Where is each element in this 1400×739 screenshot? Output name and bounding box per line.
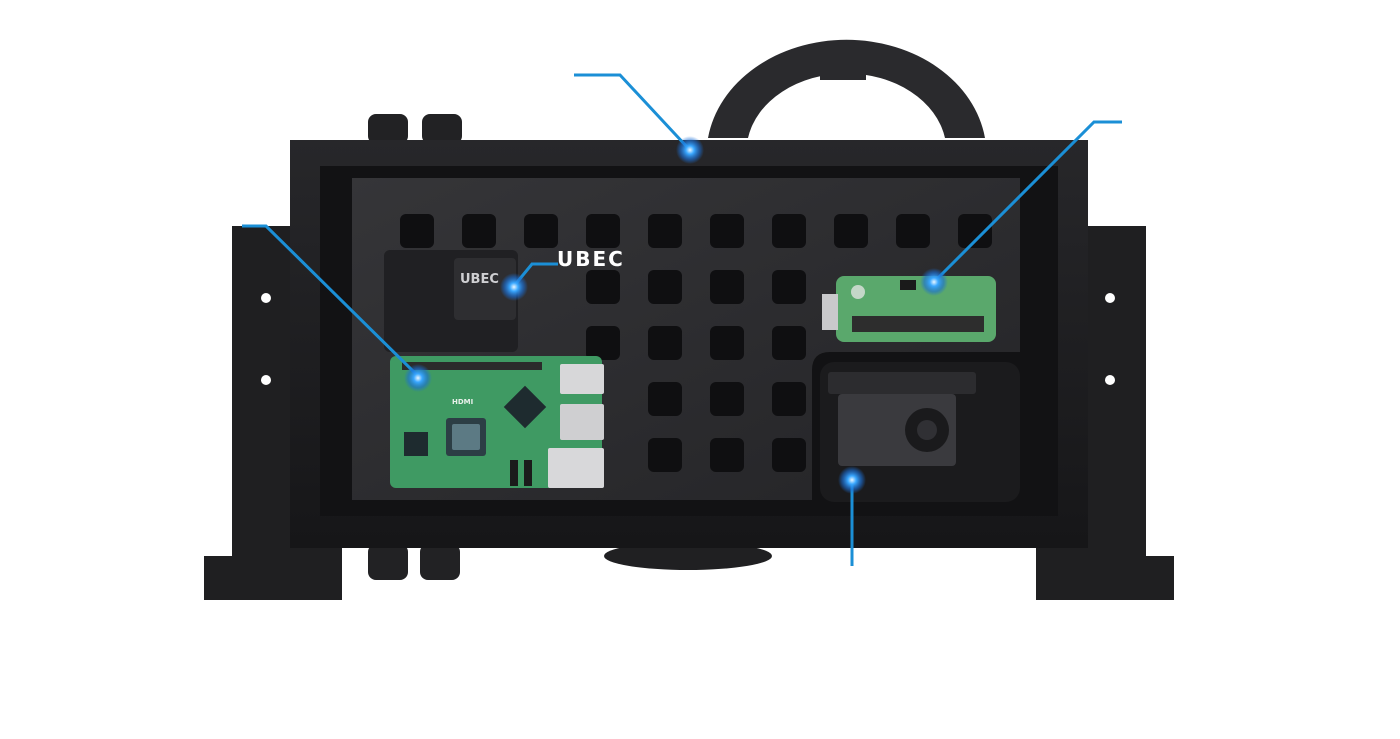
panel-cutouts bbox=[400, 214, 992, 472]
glow-dot-icon bbox=[676, 136, 704, 164]
panel-cutout bbox=[710, 382, 744, 416]
panel-cutout bbox=[524, 214, 558, 248]
cable-gland-icon bbox=[368, 544, 408, 580]
panel-cutout bbox=[586, 270, 620, 304]
panel-cutout bbox=[648, 270, 682, 304]
panel-cutout bbox=[772, 214, 806, 248]
panel-cutout bbox=[648, 382, 682, 416]
callout-line-top bbox=[574, 73, 690, 150]
panel-cutout bbox=[648, 214, 682, 248]
panel-cutout bbox=[648, 438, 682, 472]
right-mount-bracket bbox=[1036, 226, 1174, 600]
callout-line-servo-driver bbox=[934, 120, 1122, 282]
panel-cutout bbox=[648, 326, 682, 360]
cable-gland-icon bbox=[368, 114, 408, 144]
callout-markers bbox=[404, 136, 948, 494]
servo-driver-board bbox=[822, 276, 996, 342]
panel-cutout bbox=[710, 270, 744, 304]
rear-arc-bracket bbox=[708, 39, 985, 138]
panel-cutout bbox=[834, 214, 868, 248]
cable-gland-icon bbox=[422, 114, 462, 144]
glow-dot-icon bbox=[920, 268, 948, 296]
panel-cutout bbox=[958, 214, 992, 248]
panel-cutout bbox=[586, 326, 620, 360]
cable-gland-icon bbox=[420, 544, 460, 580]
panel-cutout bbox=[710, 214, 744, 248]
mount-hole-icon bbox=[261, 375, 271, 385]
panel-cutout bbox=[772, 270, 806, 304]
camera-bay bbox=[820, 362, 1020, 502]
panel-cutout bbox=[772, 382, 806, 416]
panel-cutout bbox=[772, 438, 806, 472]
bottom-cable-glands bbox=[368, 544, 460, 580]
ubec-module-logo: UBEC bbox=[460, 272, 499, 287]
left-mount-bracket bbox=[204, 226, 342, 600]
hdmi-marking: HDMI bbox=[452, 398, 473, 406]
raspberry-pi-board: HDMI bbox=[390, 356, 604, 488]
ubec-callout-label: UBEC bbox=[557, 247, 625, 271]
mount-hole-icon bbox=[1105, 375, 1115, 385]
panel-cutout bbox=[772, 326, 806, 360]
glow-dot-icon bbox=[500, 273, 528, 301]
panel-cutout bbox=[710, 326, 744, 360]
bottom-foot bbox=[604, 542, 772, 570]
callout-line-raspberry-pi bbox=[242, 224, 420, 378]
mount-hole-icon bbox=[261, 293, 271, 303]
panel-cutout bbox=[586, 214, 620, 248]
glow-dot-icon bbox=[404, 364, 432, 392]
glow-dot-icon bbox=[838, 466, 866, 494]
mount-hole-icon bbox=[1105, 293, 1115, 303]
panel-cutout bbox=[896, 214, 930, 248]
panel-cutout bbox=[462, 214, 496, 248]
panel-cutout bbox=[710, 438, 744, 472]
top-cable-glands bbox=[368, 114, 462, 144]
panel-cutout bbox=[400, 214, 434, 248]
ubec-module: UBEC bbox=[384, 250, 518, 352]
